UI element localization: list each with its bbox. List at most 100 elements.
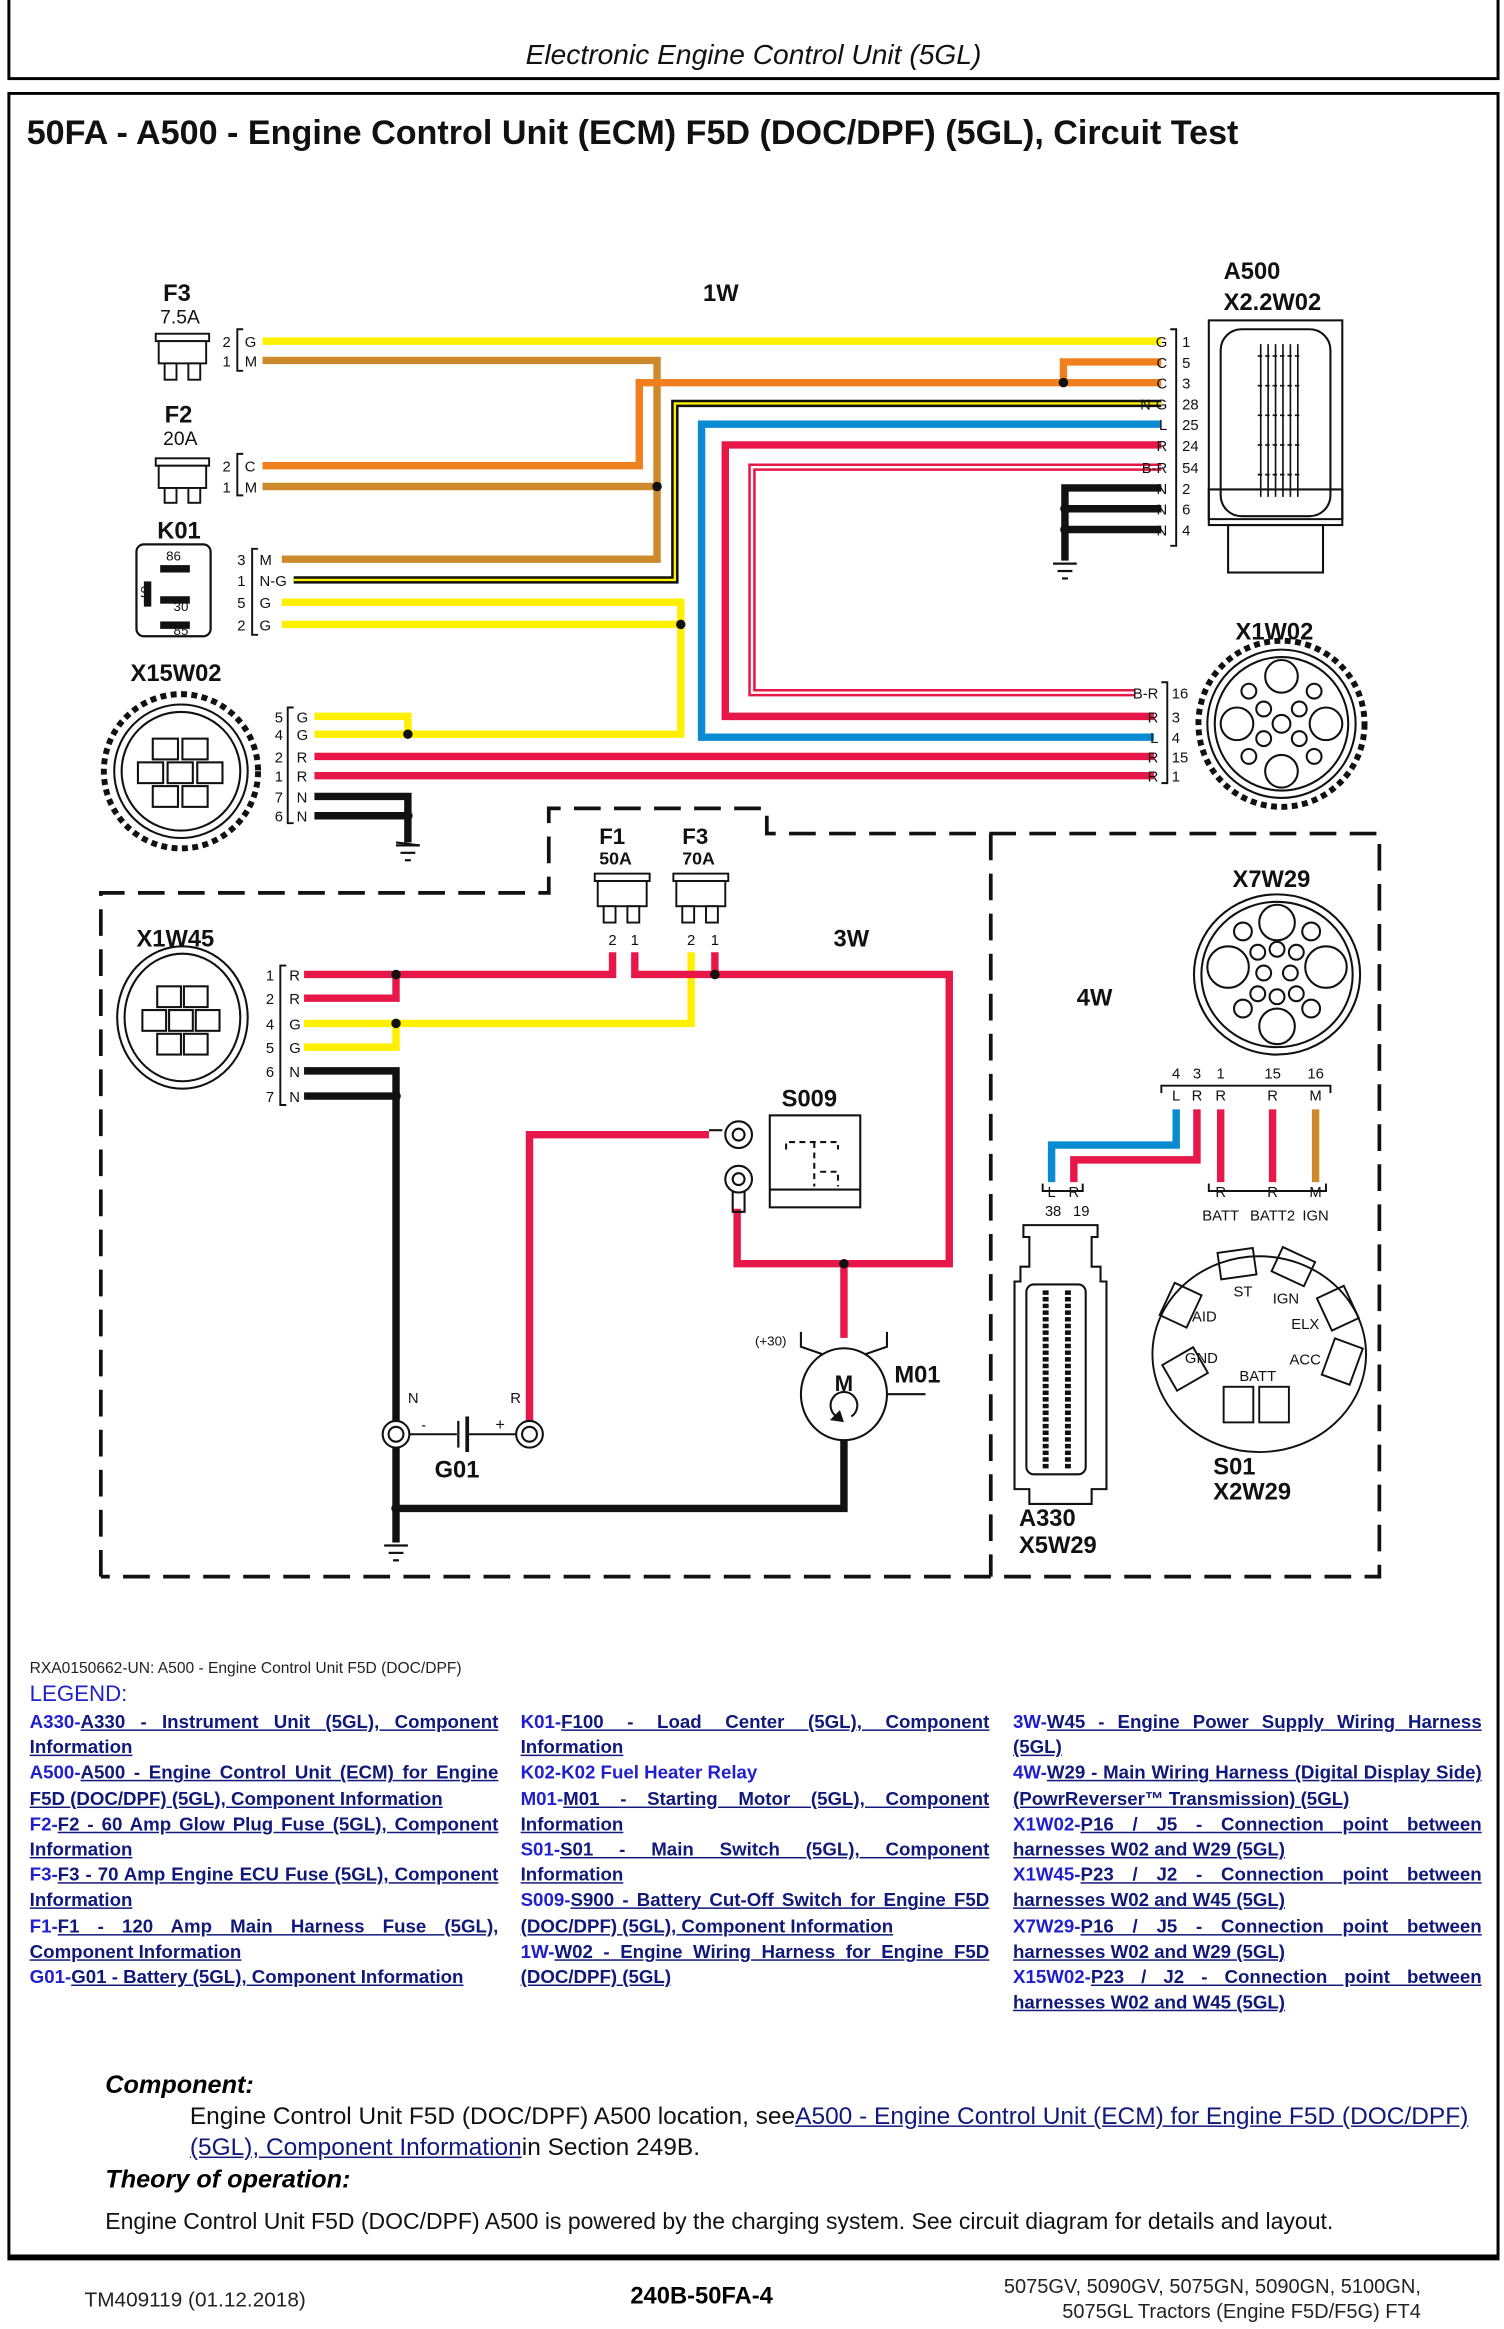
theory-heading: Theory of operation: (105, 2165, 351, 2194)
label-s009: S009 (782, 1086, 837, 1112)
legend-item[interactable]: F3-F3 - 70 Amp Engine ECU Fuse (5GL), Co… (30, 1863, 499, 1914)
pin-label: N-G (260, 574, 287, 590)
pin-label: 2 (266, 992, 274, 1008)
legend-item-link[interactable]: P23 / J2 - Connection point between harn… (1013, 1966, 1482, 2014)
pin-label: R (1192, 1089, 1203, 1105)
legend-item[interactable]: M01-M01 - Starting Motor (5GL), Componen… (521, 1787, 990, 1838)
switch-position-label: ST (1233, 1284, 1252, 1300)
pin-label: R (1157, 439, 1168, 455)
wire-orange (1059, 358, 1162, 383)
legend-item-link[interactable]: F100 - Load Center (5GL), Component Info… (520, 1711, 990, 1758)
motor-icon (799, 1331, 926, 1442)
splice-dot (1058, 377, 1069, 388)
legend-item-id: X15W02- (1013, 1966, 1091, 1988)
wire-red (631, 952, 953, 1268)
legend-item-link[interactable]: M01 - Starting Motor (5GL), Component In… (520, 1788, 990, 1835)
splice-dot (391, 1091, 401, 1101)
switch-position-label: AID (1192, 1310, 1217, 1326)
legend-item[interactable]: A500-A500 - Engine Control Unit (ECM) fo… (30, 1761, 499, 1812)
legend-item[interactable]: F2-F2 - 60 Amp Glow Plug Fuse (5GL), Com… (30, 1812, 499, 1863)
legend-item-link[interactable]: A500 - Engine Control Unit (ECM) for Eng… (29, 1762, 499, 1809)
pin-label: M (260, 553, 272, 569)
round-connector-icon (116, 945, 249, 1090)
wire-yellow (281, 598, 685, 738)
label-s01: S01 (1213, 1454, 1255, 1480)
pin-label: C (1157, 356, 1168, 372)
legend-item-link[interactable]: F1 - 120 Amp Main Harness Fuse (5GL), Co… (29, 1915, 499, 1963)
legend-item[interactable]: F1-F1 - 120 Amp Main Harness Fuse (5GL),… (30, 1914, 499, 1965)
wire-red (721, 441, 1162, 721)
legend-item-link[interactable]: G01 - Battery (5GL), Component Informati… (71, 1966, 464, 1988)
component-info-link[interactable]: A500 - Engine Control Unit (ECM) for Eng… (189, 2103, 1469, 2162)
pin-label: C (245, 460, 256, 476)
legend-item-link[interactable]: F2 - 60 Amp Glow Plug Fuse (5GL), Compon… (29, 1813, 499, 1860)
pin-label: N (289, 1090, 300, 1106)
harness-boundaries (99, 806, 1382, 1579)
fuse-icon (672, 872, 730, 924)
legend-item[interactable]: A330-A330 - Instrument Unit (5GL), Compo… (30, 1710, 499, 1761)
pin-label: 1 (275, 770, 283, 786)
wire-stripe (750, 466, 1162, 694)
pin-label: 5 (1182, 356, 1190, 372)
legend-item-link[interactable]: A330 - Instrument Unit (5GL), Component … (29, 1711, 499, 1758)
battery-switch-icon (708, 1114, 862, 1213)
pin-label: BATT (1202, 1209, 1239, 1225)
wire-red (1070, 1109, 1201, 1183)
legend-item[interactable]: K01-F100 - Load Center (5GL), Component … (521, 1710, 990, 1761)
legend-column: 3W-W45 - Engine Power Supply Wiring Harn… (1013, 1710, 1482, 2016)
pin-label: B-R (1142, 461, 1168, 477)
legend-item-link[interactable]: W29 - Main Wiring Harness (Digital Displ… (1013, 1762, 1482, 1809)
pin-label: R (1267, 1185, 1278, 1201)
legend-item[interactable]: X1W02-P16 / J5 - Connection point betwee… (1013, 1812, 1482, 1863)
footer-models-line: 5075GL Tractors (Engine F5D/F5G) FT4 (1062, 2300, 1421, 2323)
switch-position-label: GND (1185, 1351, 1218, 1367)
battery-icon (381, 1416, 544, 1453)
pin-label: G (289, 1041, 301, 1057)
wire-yellow (314, 712, 412, 735)
content-box (7, 91, 1500, 2261)
legend-item[interactable]: K02-K02 Fuel Heater Relay (521, 1761, 990, 1787)
legend-item[interactable]: S009-S900 - Battery Cut-Off Switch for E… (521, 1889, 990, 1940)
legend-item-link[interactable]: W45 - Engine Power Supply Wiring Harness… (1013, 1711, 1482, 1758)
label-f2-rating: 20A (163, 429, 197, 450)
legend-item-link[interactable]: P16 / J5 - Connection point between harn… (1013, 1915, 1482, 1963)
legend-item-link[interactable]: W02 - Engine Wiring Harness for Engine F… (520, 1941, 990, 1988)
legend-item[interactable]: X7W29-P16 / J5 - Connection point betwee… (1013, 1914, 1482, 1965)
legend-item-id: F3- (29, 1864, 58, 1886)
legend-item-link[interactable]: S01 - Main Switch (5GL), Component Infor… (520, 1839, 990, 1886)
pin-label: 54 (1182, 461, 1199, 477)
label-x1w02: X1W02 (1236, 619, 1314, 645)
legend-item[interactable]: X1W45-P23 / J2 - Connection point betwee… (1013, 1863, 1482, 1914)
component-text-before: Engine Control Unit F5D (DOC/DPF) A500 l… (189, 2103, 796, 2130)
footer-doc-id: TM409119 (01.12.2018) (84, 2287, 306, 2311)
legend-item-link[interactable]: P23 / J2 - Connection point between harn… (1013, 1864, 1482, 1911)
legend-item[interactable]: S01-S01 - Main Switch (5GL), Component I… (521, 1838, 990, 1889)
pin-label: 3 (1172, 710, 1180, 726)
legend-item[interactable]: X15W02-P23 / J2 - Connection point betwe… (1013, 1965, 1482, 2016)
legend-item-link[interactable]: S900 - Battery Cut-Off Switch for Engine… (520, 1890, 990, 1937)
legend-item-link[interactable]: P16 / J5 - Connection point between harn… (1013, 1813, 1482, 1860)
legend-item-id: A500- (29, 1762, 81, 1784)
pin-label: 2 (687, 933, 695, 949)
wire-black (396, 1435, 848, 1513)
legend-item[interactable]: 3W-W45 - Engine Power Supply Wiring Harn… (1013, 1710, 1482, 1761)
page-title: 50FA - A500 - Engine Control Unit (ECM) … (26, 112, 1239, 152)
pin-label: 1 (222, 354, 230, 370)
relay-icon (135, 543, 212, 638)
legend-item[interactable]: G01-G01 - Battery (5GL), Component Infor… (30, 1965, 499, 1991)
pin-label: G (1156, 335, 1168, 351)
legend-item[interactable]: 4W-W29 - Main Wiring Harness (Digital Di… (1013, 1761, 1482, 1812)
label-f3-top: F3 (163, 281, 191, 307)
wire-blue (697, 420, 1162, 741)
legend-item[interactable]: 1W-W02 - Engine Wiring Harness for Engin… (521, 1940, 990, 1991)
legend-item-id: A330- (29, 1711, 81, 1733)
pin-label: 2 (222, 335, 230, 351)
round-connector-icon (1192, 893, 1362, 1056)
legend-item-link[interactable]: F3 - 70 Amp Engine ECU Fuse (5GL), Compo… (29, 1864, 499, 1911)
legend-column: A330-A330 - Instrument Unit (5GL), Compo… (30, 1710, 499, 1991)
legend-title: LEGEND: (29, 1681, 128, 1708)
fuse-icon (154, 332, 211, 381)
pin-label: G (260, 618, 272, 634)
wire-red (525, 1130, 709, 1421)
fuse-icon (593, 872, 651, 924)
